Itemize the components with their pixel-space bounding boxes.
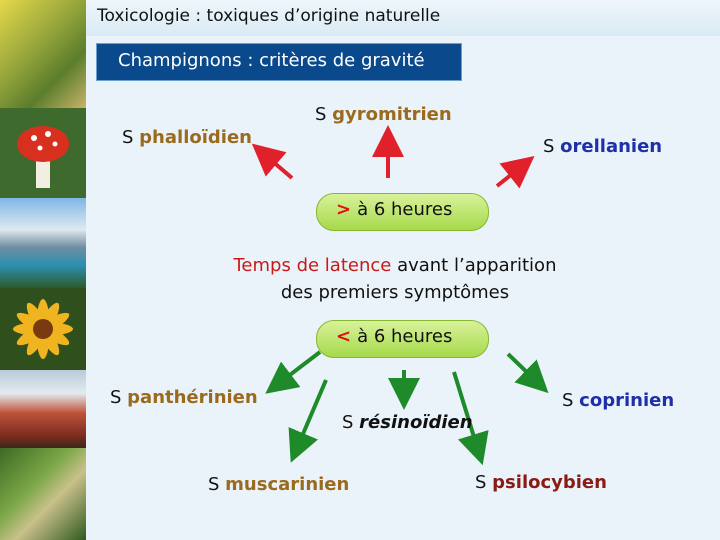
subtitle-bar (96, 43, 462, 81)
latency-line2: des premiers symptômes (280, 282, 510, 303)
slide-subtitle: Champignons : critères de gravité (118, 50, 425, 71)
label-gyromitrien: S gyromitrien (315, 104, 452, 125)
header-band (86, 0, 720, 36)
forest-path-photo (0, 448, 86, 540)
mountain-lake-photo (0, 198, 86, 288)
arrow-to-pantherinien (265, 350, 322, 394)
label-phalloidien: S phalloïdien (122, 127, 252, 148)
page-title: Toxicologie : toxiques d’origine naturel… (97, 6, 441, 26)
label-resinoidien: S résinoïdien (342, 412, 473, 433)
label-psilocybien: S psilocybien (475, 472, 607, 493)
latency-description: Temps de latence avant l’apparition des … (200, 252, 590, 306)
arrow-to-phalloidien (251, 143, 294, 180)
pill-less-text: <à 6 heures (336, 326, 453, 347)
mushroom-photo (0, 108, 86, 198)
label-orellanien: S orellanien (543, 136, 663, 157)
pill-greater-text: >à 6 heures (336, 199, 453, 220)
arrow-to-coprinien (506, 352, 549, 394)
flower-icon (13, 299, 73, 359)
label-muscarinien: S muscarinien (208, 474, 350, 495)
arrow-to-psilocybien (452, 371, 489, 466)
latency-line1: Temps de latence avant l’apparition (233, 255, 557, 276)
arrow-to-muscarinien (288, 379, 328, 463)
arrow-to-orellanien (495, 156, 535, 189)
photo-strip (0, 0, 86, 540)
label-pantherinien: S panthérinien (110, 387, 258, 408)
pill-greater-6h (316, 193, 489, 231)
flower-photo (0, 288, 86, 370)
label-coprinien: S coprinien (562, 390, 675, 411)
tree-photo (0, 0, 86, 108)
red-mountain-photo (0, 370, 86, 448)
pill-less-6h (316, 320, 489, 358)
mushroom-icon (17, 126, 69, 188)
